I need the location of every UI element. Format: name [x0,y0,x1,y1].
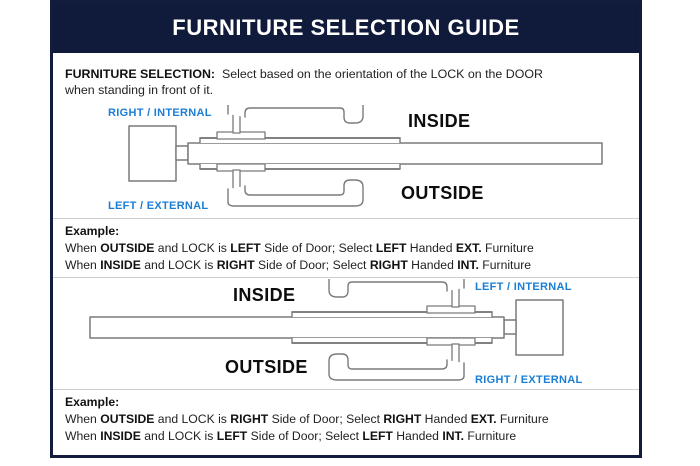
door-lever-schematic-left [128,105,603,207]
label-inside-top: INSIDE [408,111,471,131]
example-block-bottom: Example: When OUTSIDE and LOCK is RIGHT … [65,394,631,445]
intro-text-line2: when standing in front of it. [65,83,214,97]
door-diagram-lock-right: LEFT / INTERNAL RIGHT / EXTERNAL INSIDE … [53,279,639,392]
ex1-l2-w2: and LOCK is [140,258,217,272]
ex1-l2-w1: When [65,258,101,272]
label-outside-top: OUTSIDE [401,183,484,203]
example-2-line-1: When OUTSIDE and LOCK is RIGHT Side of D… [65,411,631,428]
ex1-l1-b4: EXT. [455,241,482,255]
ex2-l1-w4: Handed [421,412,471,426]
example-block-top: Example: When OUTSIDE and LOCK is LEFT S… [65,223,631,274]
ex2-l1-w1: When [65,412,101,426]
ex2-l2-b2: LEFT [216,429,248,443]
intro-spacer [215,67,222,81]
ex1-l2-b1: INSIDE [100,258,141,272]
ex2-l2-w3: Side of Door; Select [247,429,363,443]
ex1-l2-b2: RIGHT [216,258,255,272]
ex1-l1-w4: Handed [406,241,456,255]
intro-label: FURNITURE SELECTION: [65,67,216,81]
ex1-l1-w5: Furniture [481,241,534,255]
furniture-selection-guide-frame: FURNITURE SELECTION GUIDE FURNITURE SELE… [50,0,642,458]
ex1-l2-w4: Handed [407,258,458,272]
ex1-l1-w3: Side of Door; Select [260,241,376,255]
ex2-l1-w2: and LOCK is [154,412,231,426]
ex1-l2-b3: RIGHT [369,258,408,272]
example-1-line-2: When INSIDE and LOCK is RIGHT Side of Do… [65,257,631,274]
label-right-internal-top: RIGHT / INTERNAL [108,107,212,119]
ex1-l1-w1: When [65,241,101,255]
label-left-internal-bottom: LEFT / INTERNAL [475,281,572,293]
ex1-l2-w5: Furniture [478,258,532,272]
ex2-l2-w5: Furniture [464,429,517,443]
ex2-l2-w4: Handed [392,429,443,443]
ex2-l2-w2: and LOCK is [140,429,217,443]
section-divider-3 [53,389,639,390]
intro-paragraph: FURNITURE SELECTION: Select based on the… [65,66,625,98]
ex2-l2-b1: INSIDE [100,429,141,443]
ex2-l2-b4: INT. [442,429,464,443]
ex2-l2-w1: When [65,429,101,443]
ex1-l2-b4: INT. [457,258,479,272]
door-lever-schematic-right [89,279,564,381]
ex2-l2-b3: LEFT [362,429,393,443]
ex2-l1-b1: OUTSIDE [100,412,155,426]
ex2-l1-b2: RIGHT [230,412,269,426]
ex1-l1-b3: LEFT [375,241,407,255]
example-1-line-1: When OUTSIDE and LOCK is LEFT Side of Do… [65,240,631,257]
ex2-l1-b4: EXT. [470,412,497,426]
label-inside-bottom: INSIDE [233,285,296,305]
ex2-l1-b3: RIGHT [383,412,422,426]
intro-text-line1: Select based on the orientation of the L… [221,67,543,81]
guide-body: FURNITURE SELECTION: Select based on the… [53,53,639,455]
ex1-l1-b2: LEFT [230,241,261,255]
section-divider-1 [53,218,639,219]
ex1-l1-w2: and LOCK is [154,241,231,255]
guide-title-bar: FURNITURE SELECTION GUIDE [53,3,639,53]
example-2-title: Example: [65,395,120,409]
label-left-external-top: LEFT / EXTERNAL [108,200,209,212]
section-divider-2 [53,277,639,278]
example-2-line-2: When INSIDE and LOCK is LEFT Side of Doo… [65,428,631,445]
ex2-l1-w3: Side of Door; Select [268,412,384,426]
ex1-l1-b1: OUTSIDE [100,241,155,255]
example-1-title: Example: [65,224,120,238]
page-title: FURNITURE SELECTION GUIDE [172,15,520,40]
ex1-l2-w3: Side of Door; Select [254,258,370,272]
door-diagram-lock-left: RIGHT / INTERNAL LEFT / EXTERNAL INSIDE … [53,105,639,218]
label-right-external-bottom: RIGHT / EXTERNAL [475,374,583,386]
ex2-l1-w5: Furniture [496,412,549,426]
label-outside-bottom: OUTSIDE [225,357,308,377]
